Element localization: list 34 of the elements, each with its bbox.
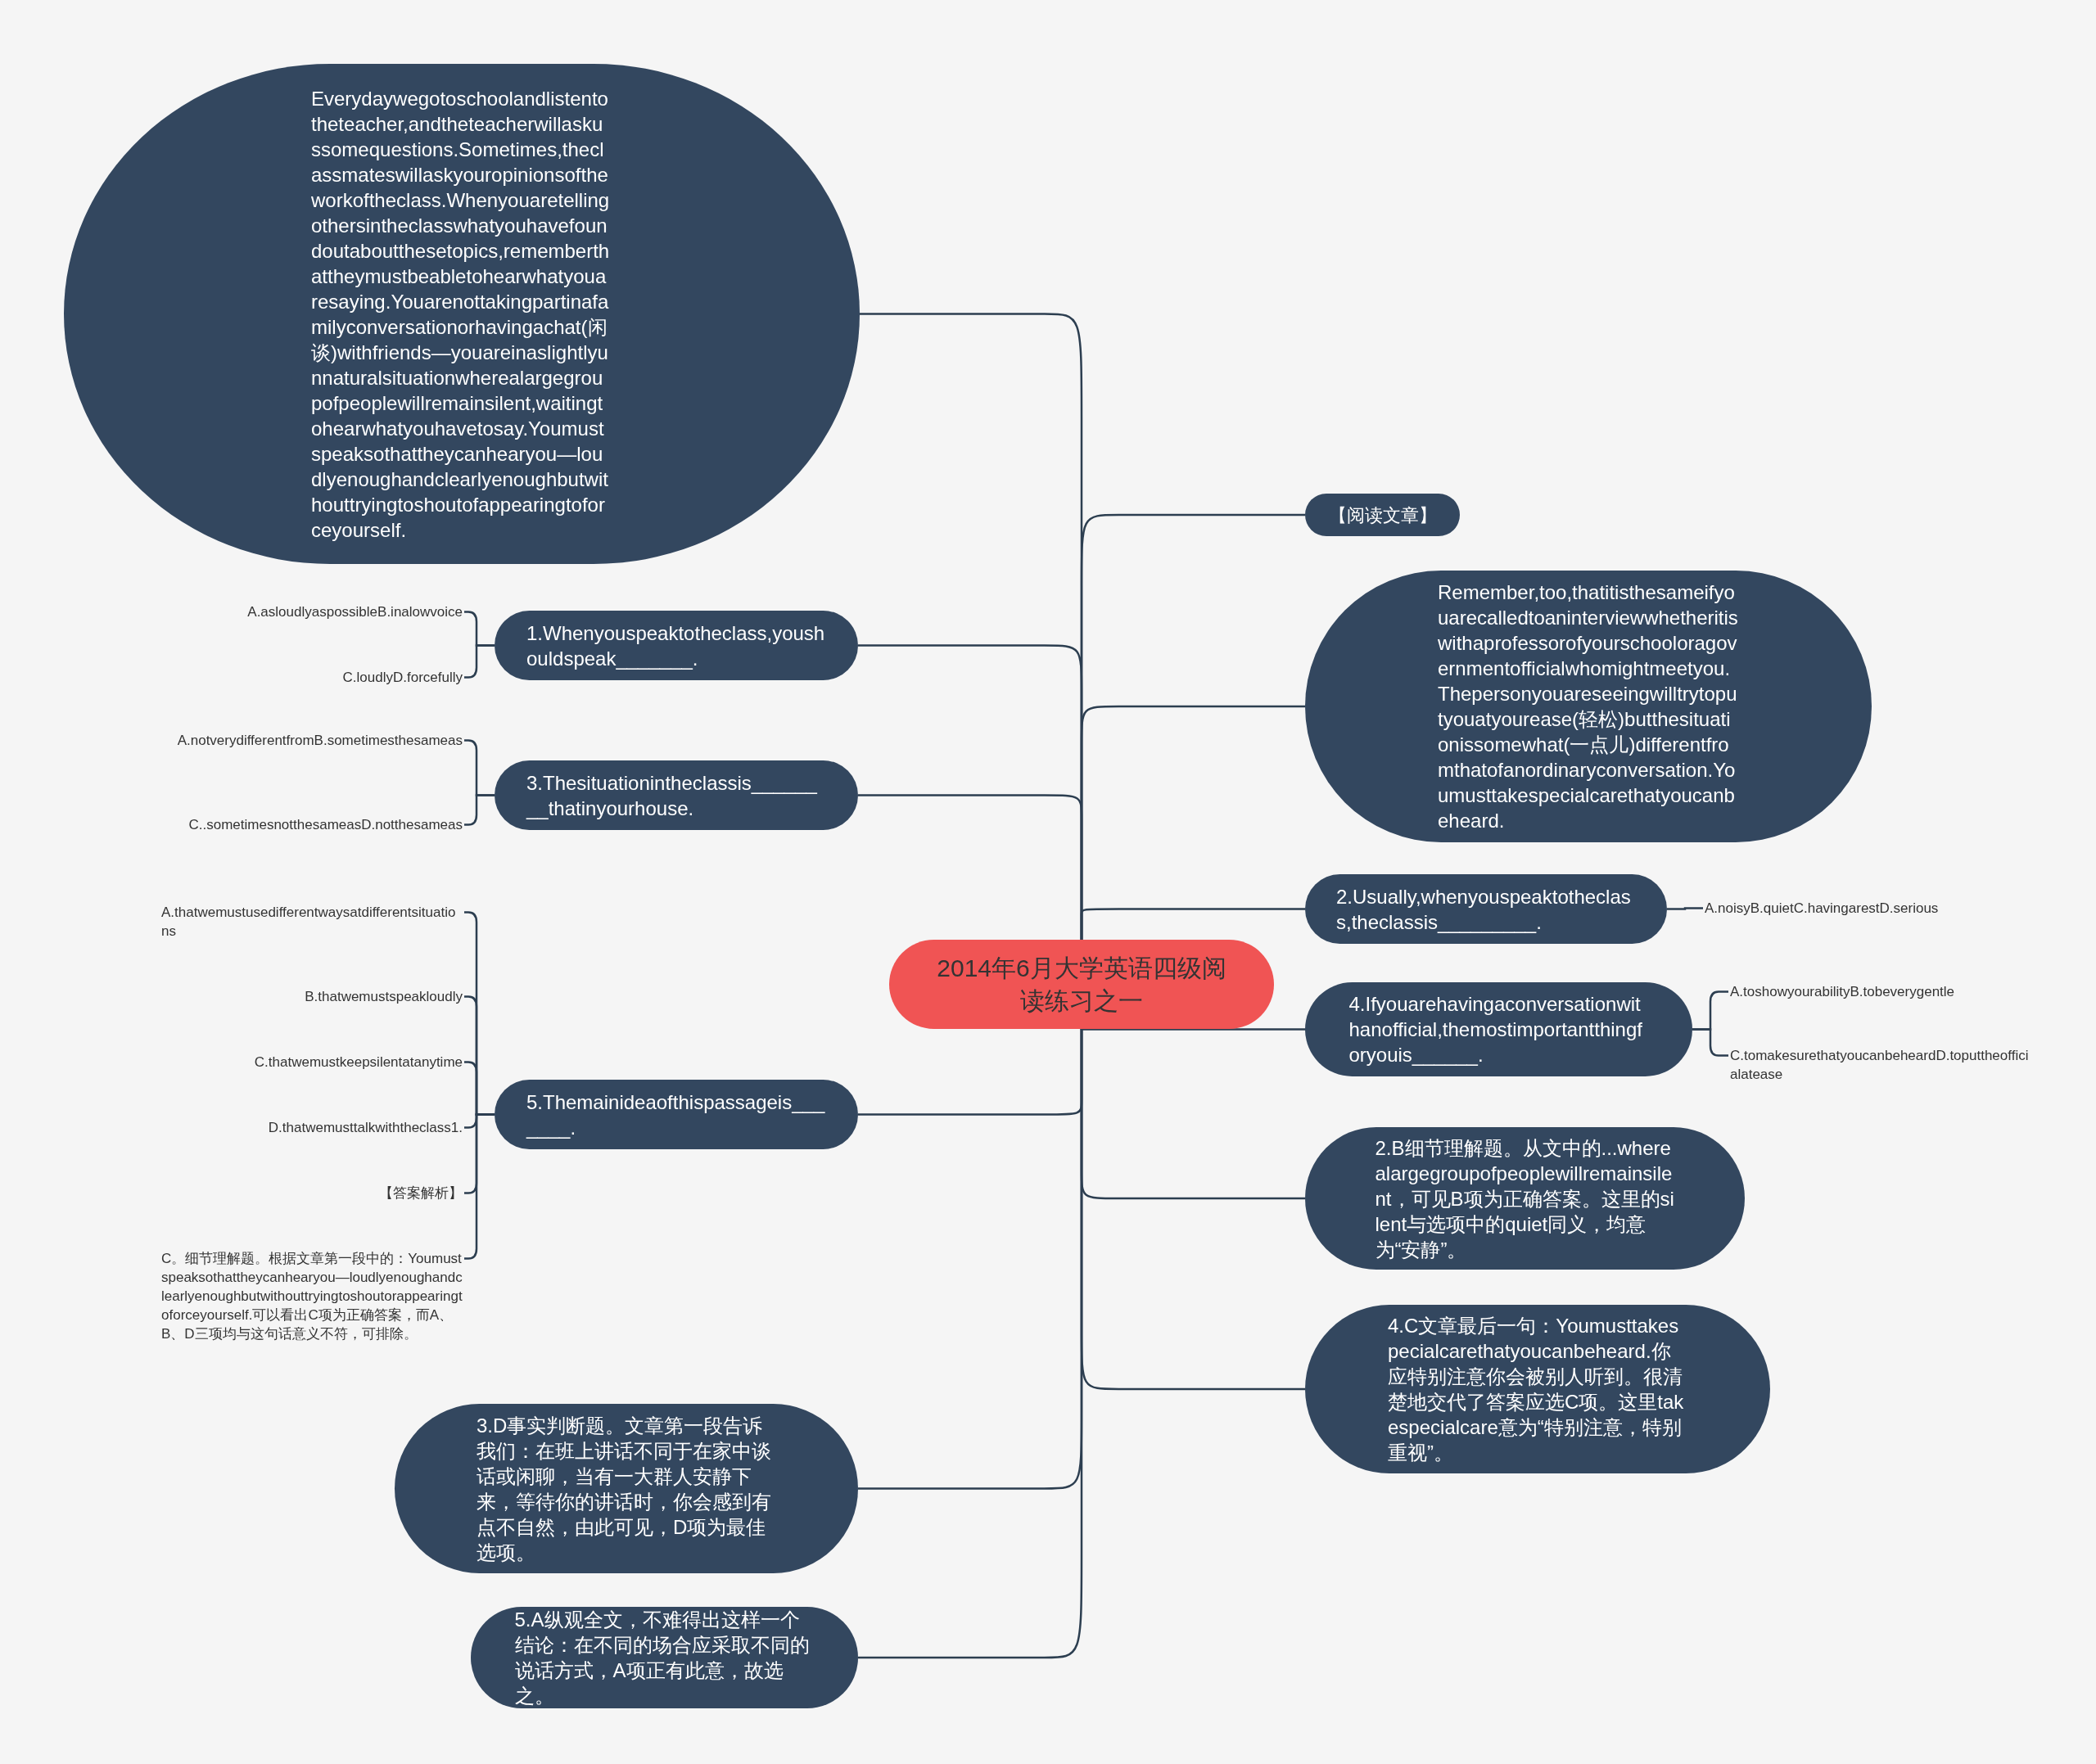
answer-text: 4.C文章最后一句：Youmusttakespecialcarethatyoucanbeheard.你应特别注意你会被别人听到。很清楚地交代了答案应选C项。这里takespecialcare意为“特别注意，特别重视”。	[1388, 1314, 1685, 1465]
option-text: 【答案解析】	[379, 1184, 463, 1202]
option-text: D.thatwemusttalkwiththeclass1.	[268, 1118, 463, 1137]
option-text: A.thatwemustusedifferentwaysatdifferentsituations	[161, 903, 463, 941]
option-text: C.loudlyD.forcefully	[342, 668, 463, 687]
heading-bubble	[1305, 494, 1460, 536]
bracket-line	[1667, 907, 1703, 910]
option-text: C.tomakesurethatyoucanbeheardD.toputtheofficialatease	[1730, 1046, 2033, 1084]
option-text: A.asloudlyaspossibleB.inalowvoice	[247, 602, 463, 621]
option-text: A.noisyB.quietC.havingarestD.serious	[1705, 899, 1939, 918]
branch-line	[1080, 1029, 1305, 1391]
answer-text: 5.A纵观全文，不难得出这样一个结论：在不同的场合应采取不同的说话方式，A项正有此意，故选之。	[514, 1608, 811, 1708]
question-text: 5.Themainideaofthispassageis_______.	[526, 1090, 826, 1140]
branch-line	[1080, 908, 1305, 940]
question-text: 2.Usually,whenyouspeaktotheclass,theclassis_________.	[1336, 884, 1632, 935]
passage-text: Remember,too,thatitisthesameifyouarecalledtoaninterviewwhetheritiswithaprofessorofyourschooloragovernmentofficialwhomightmeetyou.Thepersonyouareseeingwilltrytoputyouatyourease(轻松)butthesituationissomewhat(一点儿)differentfromthatofanordinaryconversation.Youmusttakespecialcarethatyoucanbeheard.	[1438, 580, 1739, 833]
branch-line	[1080, 1027, 1305, 1031]
heading-text: 【阅读文章】	[1328, 503, 1437, 527]
question-text: 4.Ifyouarehavingaconversationwithanofficial,themostimportantthingforyouis______.	[1348, 992, 1643, 1067]
topic-text: 2014年6月大学英语四级阅读练习之一	[936, 953, 1227, 1016]
option-text: C..sometimesnotthesameasD.notthesameas	[188, 815, 463, 834]
option-text: B.thatwemustspeakloudly	[305, 987, 463, 1006]
option-text: C.thatwemustkeepsilentatanytime	[254, 1053, 463, 1071]
question-text: 1.Whenyouspeaktotheclass,youshouldspeak_______.	[526, 620, 826, 671]
answer-text: 3.D事实判断题。文章第一段告诉我们：在班上讲话不同于在家中谈话或闲聊，当有一大群人安静下来，等待你的讲话时，你会感到有点不自然，由此可见，D项为最佳选项。	[477, 1413, 772, 1565]
option-text: A.notverydifferentfromB.sometimesthesameas	[177, 731, 463, 750]
option-text: C。细节理解题。根据文章第一段中的：Youmustspeaksothattheycanhearyou—loudlyenoughandclearlyenoughbutwithouttryingtoshoutorappearingtoforceyourself.可以看出C项为正确答案，而A、B、D三项均与这句话意义不符，可排除。	[161, 1249, 463, 1343]
bracket-line	[1692, 1028, 1728, 1057]
passage-text: Everydaywegotoschoolandlistentotheteacher,andtheteacherwillaskussomequestions.Sometimes,theclassmateswillaskyouropinionsoftheworkoftheclass.Whenyouaretellingothersintheclasswhatyouhavefoundoutaboutthesetopics,rememberthattheymustbeabletohearwhatyouaresaying.Youarenottakingpartinafamilyconversationorhavingachat(闲谈)withfriends—youareinaslightlyunnaturalsituationwherealargegroupofpeoplewillremainsilent,waitingtohearwhatyouhavetosay.Youmustspeaksothattheycanhearyou—loudlyenoughandclearlyenoughbutwithouttryingtoshoutofappearingtoforceyourself.	[311, 86, 611, 543]
bracket-line	[464, 644, 495, 679]
answer-text: 2.B细节理解题。从文中的...wherealargegroupofpeoplewillremainsilent，可见B项为正确答案。这里的silent与选项中的quiet同义，均意为“安静”。	[1375, 1135, 1675, 1262]
option-text: A.toshowyourabilityB.tobeverygentle	[1730, 982, 1955, 1001]
bracket-line	[464, 794, 495, 826]
question-text: 3.Thesituationintheclassis________thatinyourhouse.	[526, 770, 818, 821]
